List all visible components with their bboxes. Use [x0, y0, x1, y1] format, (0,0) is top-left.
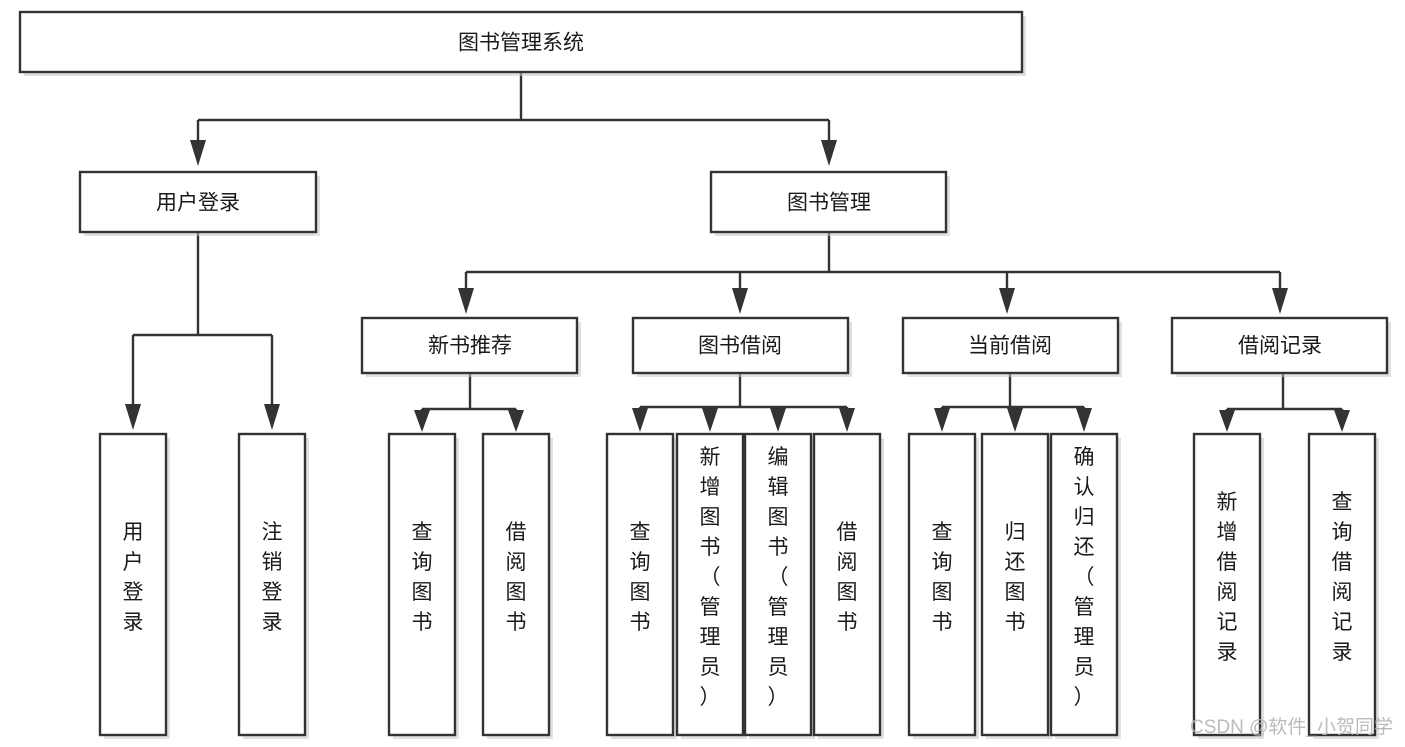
leaf-node-group: 用户登录 注销登录 查询图书 借阅图书 查询图书: [98, 432, 1379, 739]
arrow-bm-to-book-borrow: [732, 288, 748, 314]
connector-layer: [125, 72, 1350, 432]
leaf-confirm-return-box[interactable]: [1049, 432, 1119, 737]
csdn-watermark: CSDN @软件_小贺同学: [1190, 716, 1393, 738]
leaf-add-record-box[interactable]: [1192, 432, 1262, 737]
book-management-box[interactable]: [709, 170, 948, 234]
node-leaf-confirm-return[interactable]: 确认归还（管理员）: [1049, 432, 1121, 739]
arrow-bb-to-leaf-1: [632, 408, 648, 432]
arrow-cb-to-leaf-3: [1076, 408, 1092, 432]
new-book-recommend-box[interactable]: [360, 316, 579, 375]
leaf-query-book-1-box[interactable]: [387, 432, 457, 737]
node-leaf-query-book-2[interactable]: 查询图书: [605, 432, 677, 739]
borrow-record-box[interactable]: [1170, 316, 1389, 375]
current-borrow-label: 当前借阅: [968, 335, 1052, 358]
node-book-borrow[interactable]: 图书借阅: [631, 316, 852, 377]
node-leaf-borrow-book-2[interactable]: 借阅图书: [812, 432, 884, 739]
leaf-query-book-3-box[interactable]: [907, 432, 977, 737]
leaf-edit-book-label: 编辑图书（管理员）: [768, 446, 789, 709]
node-leaf-edit-book[interactable]: 编辑图书（管理员）: [743, 432, 815, 739]
leaf-return-book-box[interactable]: [980, 432, 1050, 737]
node-leaf-add-book[interactable]: 新增图书（管理员）: [675, 432, 747, 739]
arrow-cb-to-leaf-1: [934, 408, 950, 432]
node-borrow-record[interactable]: 借阅记录: [1170, 316, 1391, 377]
arrow-bb-to-leaf-3: [770, 408, 786, 432]
user-login-label: 用户登录: [156, 192, 240, 215]
arrow-bb-to-leaf-4: [839, 408, 855, 432]
leaf-confirm-return-label: 确认归还（管理员）: [1074, 446, 1095, 709]
leaf-add-book-label: 新增图书（管理员）: [700, 446, 721, 709]
book-borrow-box[interactable]: [631, 316, 850, 375]
arrow-bm-to-borrow-record: [1272, 288, 1288, 314]
leaf-return-book-label: 归还图书: [1005, 521, 1026, 634]
node-leaf-return-book[interactable]: 归还图书: [980, 432, 1052, 739]
leaf-logout-box[interactable]: [237, 432, 307, 737]
arrow-new-book-to-leaf-1: [414, 410, 430, 432]
leaf-query-book-1-label: 查询图书: [412, 521, 433, 634]
arrow-br-to-leaf-2: [1334, 410, 1350, 432]
node-current-borrow[interactable]: 当前借阅: [901, 316, 1122, 377]
root-label: 图书管理系统: [458, 32, 584, 55]
arrow-new-book-to-leaf-2: [508, 410, 524, 432]
arrow-bm-to-current-borrow: [999, 288, 1015, 314]
current-borrow-box[interactable]: [901, 316, 1120, 375]
arrow-cb-to-leaf-2: [1007, 408, 1023, 432]
arrow-bb-to-leaf-2: [702, 408, 718, 432]
user-login-box[interactable]: [78, 170, 318, 234]
arrow-root-to-book-management: [821, 140, 837, 166]
leaf-borrow-book-1-label: 借阅图书: [506, 521, 527, 634]
leaf-query-book-2-label: 查询图书: [630, 521, 651, 634]
node-leaf-user-login[interactable]: 用户登录: [98, 432, 170, 739]
leaf-logout-label: 注销登录: [262, 521, 283, 634]
book-management-label: 图书管理: [787, 192, 871, 215]
arrow-br-to-leaf-1: [1219, 410, 1235, 432]
arrow-user-login-to-leaf-2: [264, 404, 280, 430]
arrow-bm-to-new-book: [458, 288, 474, 314]
root-box[interactable]: [18, 10, 1024, 74]
leaf-borrow-book-1-box[interactable]: [481, 432, 551, 737]
leaf-query-book-2-box[interactable]: [605, 432, 675, 737]
arrow-root-to-user-login: [190, 140, 206, 166]
node-leaf-logout[interactable]: 注销登录: [237, 432, 309, 739]
node-leaf-query-record[interactable]: 查询借阅记录: [1307, 432, 1379, 739]
arrow-user-login-to-leaf-1: [125, 404, 141, 430]
leaf-add-record-label: 新增借阅记录: [1217, 491, 1238, 664]
node-user-login[interactable]: 用户登录: [78, 170, 320, 236]
leaf-query-record-label: 查询借阅记录: [1332, 491, 1353, 664]
node-root[interactable]: 图书管理系统: [18, 10, 1026, 76]
new-book-recommend-label: 新书推荐: [428, 335, 512, 358]
leaf-borrow-book-2-label: 借阅图书: [837, 521, 858, 634]
leaf-user-login-box[interactable]: [98, 432, 168, 737]
node-leaf-query-book-3[interactable]: 查询图书: [907, 432, 979, 739]
leaf-query-record-box[interactable]: [1307, 432, 1377, 737]
leaf-edit-book-box[interactable]: [743, 432, 813, 737]
node-new-book-recommend[interactable]: 新书推荐: [360, 316, 581, 377]
leaf-add-book-box[interactable]: [675, 432, 745, 737]
node-leaf-add-record[interactable]: 新增借阅记录: [1192, 432, 1264, 739]
node-book-management[interactable]: 图书管理: [709, 170, 950, 236]
node-leaf-query-book-1[interactable]: 查询图书: [387, 432, 459, 739]
node-leaf-borrow-book-1[interactable]: 借阅图书: [481, 432, 553, 739]
leaf-borrow-book-2-box[interactable]: [812, 432, 882, 737]
borrow-record-label: 借阅记录: [1238, 335, 1322, 358]
leaf-user-login-label: 用户登录: [123, 521, 144, 634]
book-borrow-label: 图书借阅: [698, 335, 782, 358]
leaf-query-book-3-label: 查询图书: [932, 521, 953, 634]
